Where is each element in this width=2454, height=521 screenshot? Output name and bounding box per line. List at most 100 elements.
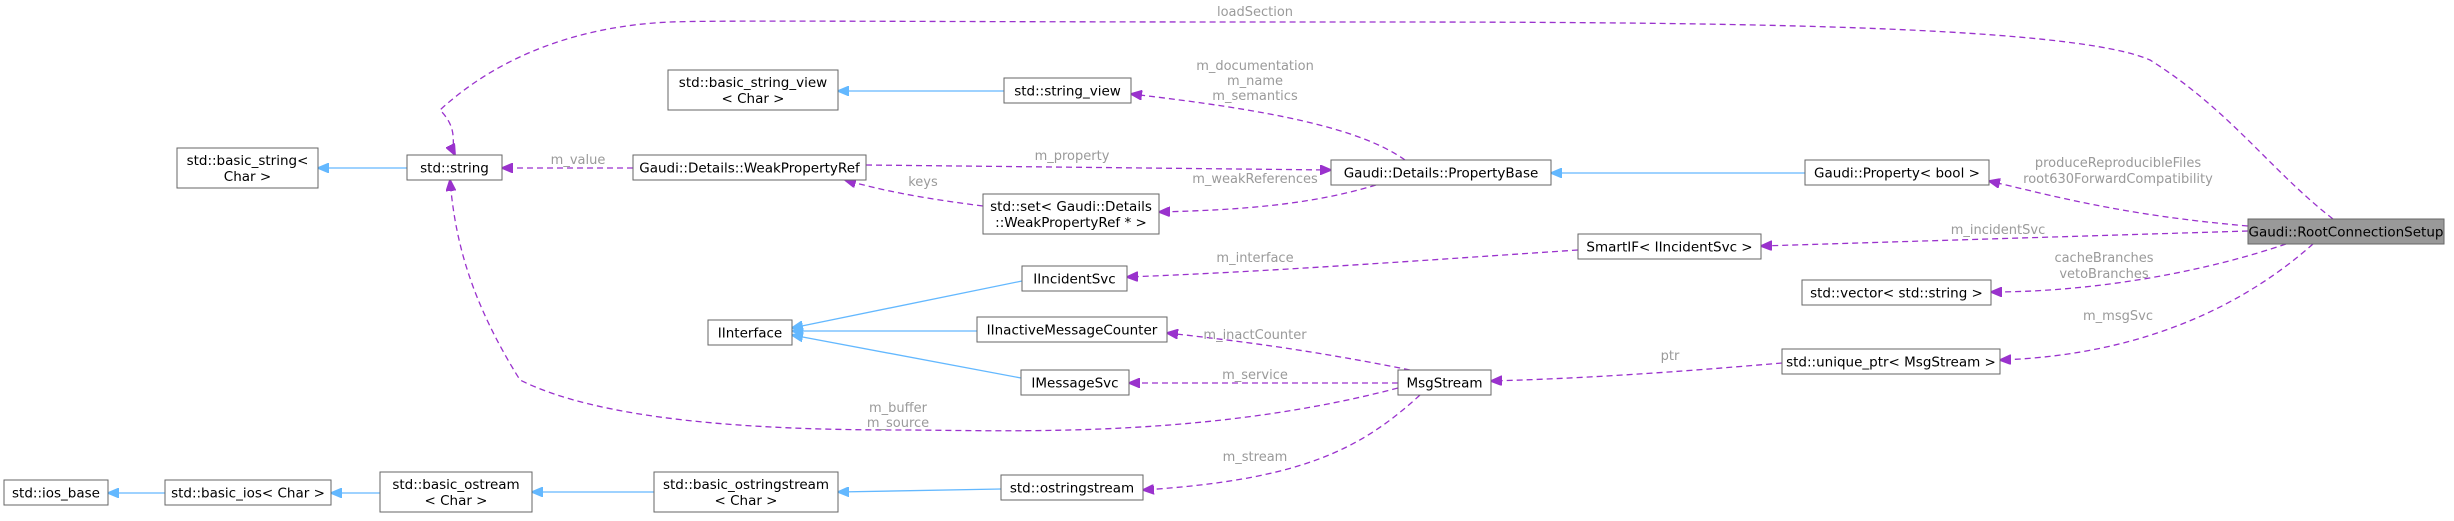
usage-arrow-buffer: [450, 180, 1399, 432]
node-box: [1397, 369, 1492, 396]
class-node-basic-string-view[interactable]: std::basic_string_view< Char >: [667, 69, 839, 111]
node-label: IInactiveMessageCounter: [987, 323, 1158, 339]
edge-label: m_msgSvc: [2083, 309, 2153, 324]
usage-arrow-iface: [1127, 249, 1579, 277]
edge-label: m_weakReferences: [1192, 172, 1318, 187]
node-label: std::ostringstream: [1010, 481, 1134, 497]
class-node-rcs[interactable]: Gaudi::RootConnectionSetup: [2247, 218, 2445, 245]
usage-arrow-vec: [1991, 243, 2287, 292]
node-label: SmartIF< IIncidentSvc >: [1586, 240, 1752, 256]
node-box: [1330, 159, 1552, 186]
edge-label: vetoBranches: [2059, 267, 2149, 282]
inheritance-arrow-msg-if: [792, 335, 1022, 379]
node-label: std::basic_ios< Char >: [171, 486, 325, 502]
node-box: [982, 193, 1160, 235]
class-node-basic-string[interactable]: std::basic_string<Char >: [176, 147, 319, 189]
node-box: [406, 154, 503, 181]
class-node-imsgsvc[interactable]: IMessageSvc: [1020, 369, 1130, 396]
node-box: [1021, 265, 1128, 292]
class-node-string-view[interactable]: std::string_view: [1003, 77, 1132, 104]
node-box: [1000, 474, 1144, 501]
usage-arrow-property: [865, 164, 1331, 170]
edge-label: m_documentation: [1196, 59, 1314, 74]
edge-label: m_interface: [1216, 251, 1293, 266]
edge-label: m_stream: [1223, 450, 1288, 465]
node-box: [1781, 348, 2001, 375]
node-label: Gaudi::Details::PropertyBase: [1344, 166, 1539, 182]
node-box: [164, 479, 332, 506]
class-node-msgstream[interactable]: MsgStream: [1397, 369, 1492, 396]
node-box: [632, 154, 867, 181]
edge-label: m_service: [1222, 368, 1288, 383]
node-label: std::basic_string<: [187, 153, 309, 169]
class-node-set[interactable]: std::set< Gaudi::Details::WeakPropertyRe…: [982, 193, 1160, 235]
class-node-iinterface[interactable]: IInterface: [707, 319, 793, 346]
node-label: Char >: [224, 169, 271, 185]
edge-label: m_semantics: [1212, 89, 1298, 104]
node-label: ::WeakPropertyRef * >: [995, 215, 1147, 231]
node-label: std::ios_base: [12, 486, 100, 502]
node-label: < Char >: [721, 91, 784, 107]
usage-arrow-msgsvc: [2000, 243, 2314, 360]
class-node-basic-ostream[interactable]: std::basic_ostream< Char >: [379, 471, 533, 513]
class-node-propbase[interactable]: Gaudi::Details::PropertyBase: [1330, 159, 1552, 186]
node-box: [1801, 279, 1992, 306]
node-box: [1020, 369, 1130, 396]
class-node-ostringstream[interactable]: std::ostringstream: [1000, 474, 1144, 501]
class-node-vector[interactable]: std::vector< std::string >: [1801, 279, 1992, 306]
usage-arrow-isvc: [1761, 230, 2249, 246]
inheritance-arrow-os-oss: [838, 489, 1002, 492]
node-box: [653, 471, 839, 513]
edge-label: m_incidentSvc: [1951, 223, 2045, 238]
node-label: std::unique_ptr< MsgStream >: [1786, 355, 1996, 371]
inheritance-arrow-inc-if: [792, 280, 1023, 328]
class-node-basic-ostringstream[interactable]: std::basic_ostringstream< Char >: [653, 471, 839, 513]
edge-label: m_value: [551, 153, 606, 168]
node-box: [2247, 218, 2445, 245]
class-node-iincident[interactable]: IIncidentSvc: [1021, 265, 1128, 292]
usage-arrow-load: [439, 20, 2334, 220]
edge-label: produceReproducibleFiles: [2035, 156, 2201, 171]
class-node-unique-ptr[interactable]: std::unique_ptr< MsgStream >: [1781, 348, 2001, 375]
node-box: [3, 479, 109, 506]
node-box: [976, 316, 1168, 343]
edge-label: keys: [908, 175, 938, 190]
node-box: [1804, 159, 1990, 186]
node-box: [667, 69, 839, 111]
usage-arrow-pbool: [1989, 181, 2249, 227]
edge-label: m_buffer: [869, 401, 928, 416]
usage-arrow-keys: [845, 180, 984, 207]
node-label: Gaudi::Property< bool >: [1814, 166, 1980, 182]
usage-arrow-stream: [1143, 394, 1421, 490]
class-node-string[interactable]: std::string: [406, 154, 503, 181]
node-label: std::string: [420, 161, 489, 177]
node-label: std::basic_ostream: [392, 477, 519, 493]
edge-label: root630ForwardCompatibility: [2023, 172, 2213, 187]
node-label: std::string_view: [1014, 84, 1121, 100]
usage-arrow-ptr: [1491, 362, 1783, 381]
node-box: [379, 471, 533, 513]
edge-label: m_source: [867, 416, 929, 431]
usage-arrow-inact: [1167, 333, 1411, 371]
node-box: [1003, 77, 1132, 104]
edge-label: m_property: [1035, 149, 1110, 164]
class-node-ios-base[interactable]: std::ios_base: [3, 479, 109, 506]
node-label: std::vector< std::string >: [1810, 286, 1983, 302]
node-label: < Char >: [714, 493, 777, 509]
class-node-basic-ios[interactable]: std::basic_ios< Char >: [164, 479, 332, 506]
usage-arrow-weak: [1159, 184, 1377, 212]
edge-label: loadSection: [1217, 5, 1293, 20]
node-label: MsgStream: [1406, 376, 1482, 392]
node-label: IInterface: [718, 326, 782, 342]
usage-arrow-sv: [1131, 94, 1406, 161]
class-node-prop-bool[interactable]: Gaudi::Property< bool >: [1804, 159, 1990, 186]
node-label: std::basic_ostringstream: [663, 477, 829, 493]
class-node-smartif[interactable]: SmartIF< IIncidentSvc >: [1577, 233, 1762, 260]
node-label: < Char >: [424, 493, 487, 509]
class-node-iinactive[interactable]: IInactiveMessageCounter: [976, 316, 1168, 343]
class-node-weakref[interactable]: Gaudi::Details::WeakPropertyRef: [632, 154, 867, 181]
node-label: Gaudi::Details::WeakPropertyRef: [639, 161, 861, 177]
edge-label: cacheBranches: [2054, 251, 2153, 266]
edge-label: ptr: [1661, 349, 1680, 364]
